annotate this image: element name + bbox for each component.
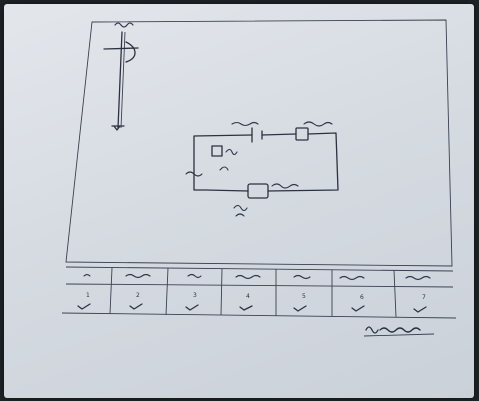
serial-number: 4: [246, 293, 250, 300]
tick-mark-icon: [77, 303, 91, 310]
header-scribble: [405, 275, 431, 281]
label-scribble: [303, 121, 333, 127]
serial-number: 3: [193, 292, 197, 299]
table-col: [220, 268, 223, 316]
header-scribble: [235, 274, 261, 280]
base-mark: [111, 125, 125, 131]
serial-number-row: 1 2 3 4 5 6 7: [86, 292, 426, 301]
circuit-diagram: [193, 127, 339, 199]
header-scribble: [83, 273, 91, 277]
circuit-label-scribbles: [185, 121, 333, 217]
serial-number: 6: [360, 294, 364, 301]
head-scribble: [114, 22, 134, 28]
tick-mark-row: [77, 303, 427, 313]
serial-number: 5: [302, 293, 306, 300]
label-scribble: [271, 183, 299, 189]
table-rule: [61, 312, 457, 319]
signature: [363, 326, 435, 337]
label-scribble: [219, 166, 229, 171]
paper-sheet: [4, 4, 474, 398]
label-scribble: [231, 121, 259, 127]
tick-mark-icon: [185, 304, 199, 311]
serial-number: 1: [86, 292, 90, 299]
header-scribble: [293, 274, 311, 280]
serial-number: 7: [422, 294, 426, 301]
resistor-coil: [225, 148, 238, 156]
serial-number: 2: [136, 292, 140, 299]
label-scribble: [185, 171, 203, 177]
table-col: [109, 267, 113, 315]
circuit-wire: [193, 132, 339, 192]
crossbar-line: [103, 47, 139, 50]
deflection-curve: [125, 41, 136, 63]
header-scribble: [339, 275, 365, 281]
signature-underline: [363, 333, 435, 337]
tick-mark-icon: [239, 305, 253, 311]
tick-mark-icon: [351, 305, 365, 312]
header-scribble: [125, 273, 151, 279]
table-header-scribbles: [83, 273, 431, 281]
signature-scribble: [365, 326, 421, 334]
observation-table: [61, 266, 457, 319]
key-component: [295, 127, 309, 141]
tick-mark-icon: [129, 303, 143, 310]
table-col: [393, 269, 397, 318]
page-border: [65, 19, 453, 267]
voltmeter-component: [211, 145, 223, 157]
header-scribble: [187, 273, 202, 279]
ammeter-component: [247, 183, 269, 199]
tick-mark-icon: [293, 305, 307, 312]
table-rule: [65, 283, 454, 288]
table-col: [165, 267, 169, 316]
rod-diagram: [103, 22, 139, 131]
table-rule: [65, 266, 454, 272]
tick-mark-icon: [413, 306, 427, 313]
label-scribble: [233, 204, 248, 217]
